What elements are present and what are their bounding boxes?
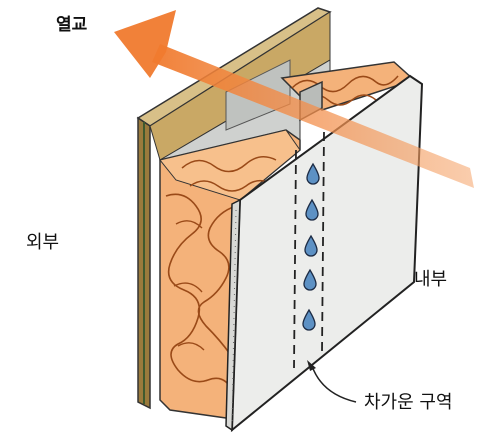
interior-label: 내부: [414, 269, 448, 290]
water-droplet-icon: [302, 308, 316, 331]
heat-loss-arrow-icon: [114, 10, 474, 188]
water-droplet-icon: [306, 162, 320, 185]
condensation-droplets: [302, 162, 320, 331]
cold-zone-label: 차가운 구역: [364, 392, 453, 413]
interior-drywall: [225, 74, 424, 433]
water-droplet-icon: [303, 268, 317, 291]
cold-zone-boundary: [293, 131, 325, 369]
thermal-bridge-label: 열교: [56, 15, 88, 35]
exterior-label: 외부: [26, 232, 60, 253]
water-droplet-icon: [305, 198, 319, 221]
pointer-arrow-icon: [307, 360, 357, 403]
water-droplet-icon: [304, 234, 318, 257]
